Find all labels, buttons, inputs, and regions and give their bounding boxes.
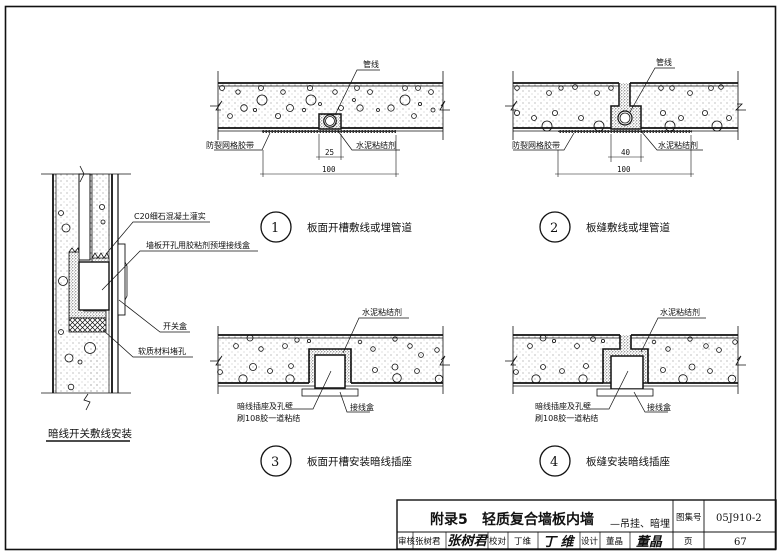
atlas-number: 05J910-2	[716, 513, 762, 524]
detail-1-dim-outer: 100	[322, 165, 336, 174]
detail-3-label-socket-line1: 暗线插座及孔壁	[237, 401, 293, 411]
detail-1-dim-inner: 25	[325, 148, 334, 157]
detail-4-number-circle	[539, 445, 571, 477]
review-name: 张树君	[415, 536, 441, 547]
detail-1-number: 1	[271, 221, 279, 236]
detail-2-label-cement-adhesive: 水泥粘结剂	[658, 140, 698, 150]
detail-4-caption: 板缝安装暗线插座	[586, 455, 670, 468]
review-signature: 张树君	[447, 533, 489, 549]
design-signature: 董晶	[636, 534, 663, 550]
design-label: 设计	[581, 536, 599, 547]
check-name: 丁维	[514, 536, 532, 547]
left-label-switch-box: 开关盒	[163, 321, 187, 331]
detail-3-drawing	[210, 317, 450, 413]
page-number: 67	[734, 537, 747, 548]
detail-3-label-socket-line2: 刷108胶一道粘结	[237, 413, 300, 423]
detail-1-label-pipe: 管线	[363, 59, 379, 69]
detail-2-number-circle	[539, 211, 571, 243]
detail-1-drawing	[210, 69, 450, 177]
left-label-concrete-fill: C20细石混凝土灌实	[134, 211, 206, 221]
left-label-box-glue: 墙板开孔用胶粘剂预埋接线盒	[146, 240, 250, 250]
check-label: 校对	[489, 536, 507, 547]
detail-1-caption: 板面开槽敷线或埋管道	[307, 221, 412, 234]
detail-2-drawing	[505, 67, 746, 177]
detail-3-label-junction-box: 接线盒	[350, 402, 374, 412]
detail-1-label-cement-adhesive: 水泥粘结剂	[356, 140, 396, 150]
detail-1-number-circle	[260, 211, 292, 243]
detail-4-drawing	[505, 317, 746, 413]
page-label: 页	[684, 537, 693, 547]
detail-2-caption: 板缝敷线或埋管道	[586, 221, 670, 234]
detail-4-label-cement-adhesive: 水泥粘结剂	[660, 307, 700, 317]
sheet-title-suffix: —吊挂、暗埋	[610, 517, 670, 530]
detail-1-label-mesh-tape: 防裂网格胶带	[206, 140, 254, 150]
detail-3-number: 3	[271, 455, 279, 470]
detail-4-label-socket-line1: 暗线插座及孔壁	[535, 401, 591, 411]
title-block	[396, 499, 777, 550]
detail-2-number: 2	[550, 221, 558, 236]
left-label-soft-plug: 软质材料堵孔	[138, 346, 186, 356]
review-label: 审核	[398, 536, 416, 547]
detail-4-number: 4	[550, 455, 558, 470]
check-signature: 丁 维	[543, 534, 576, 550]
left-detail-title: 暗线开关敷线安装	[48, 427, 132, 440]
detail-3-caption: 板面开槽安装暗线插座	[307, 455, 412, 468]
detail-2-dim-inner: 40	[621, 148, 631, 157]
detail-3-number-circle	[260, 445, 292, 477]
atlas-number-label: 图集号	[676, 512, 702, 523]
design-name: 董晶	[606, 536, 623, 547]
detail-2-label-mesh-tape: 防裂网格胶带	[512, 140, 560, 150]
sheet-title-prefix: 附录5	[430, 511, 468, 528]
detail-2-label-pipe: 管线	[656, 57, 672, 67]
sheet-border	[4, 5, 777, 551]
detail-4-label-junction-box: 接线盒	[647, 402, 671, 412]
detail-4-label-socket-line2: 刷108胶一道粘结	[535, 413, 598, 423]
detail-3-label-cement-adhesive: 水泥粘结剂	[362, 307, 402, 317]
left-detail-drawing	[41, 165, 258, 442]
sheet-title-main: 轻质复合墙板内墙	[482, 511, 594, 528]
detail-2-dim-outer: 100	[617, 165, 631, 174]
